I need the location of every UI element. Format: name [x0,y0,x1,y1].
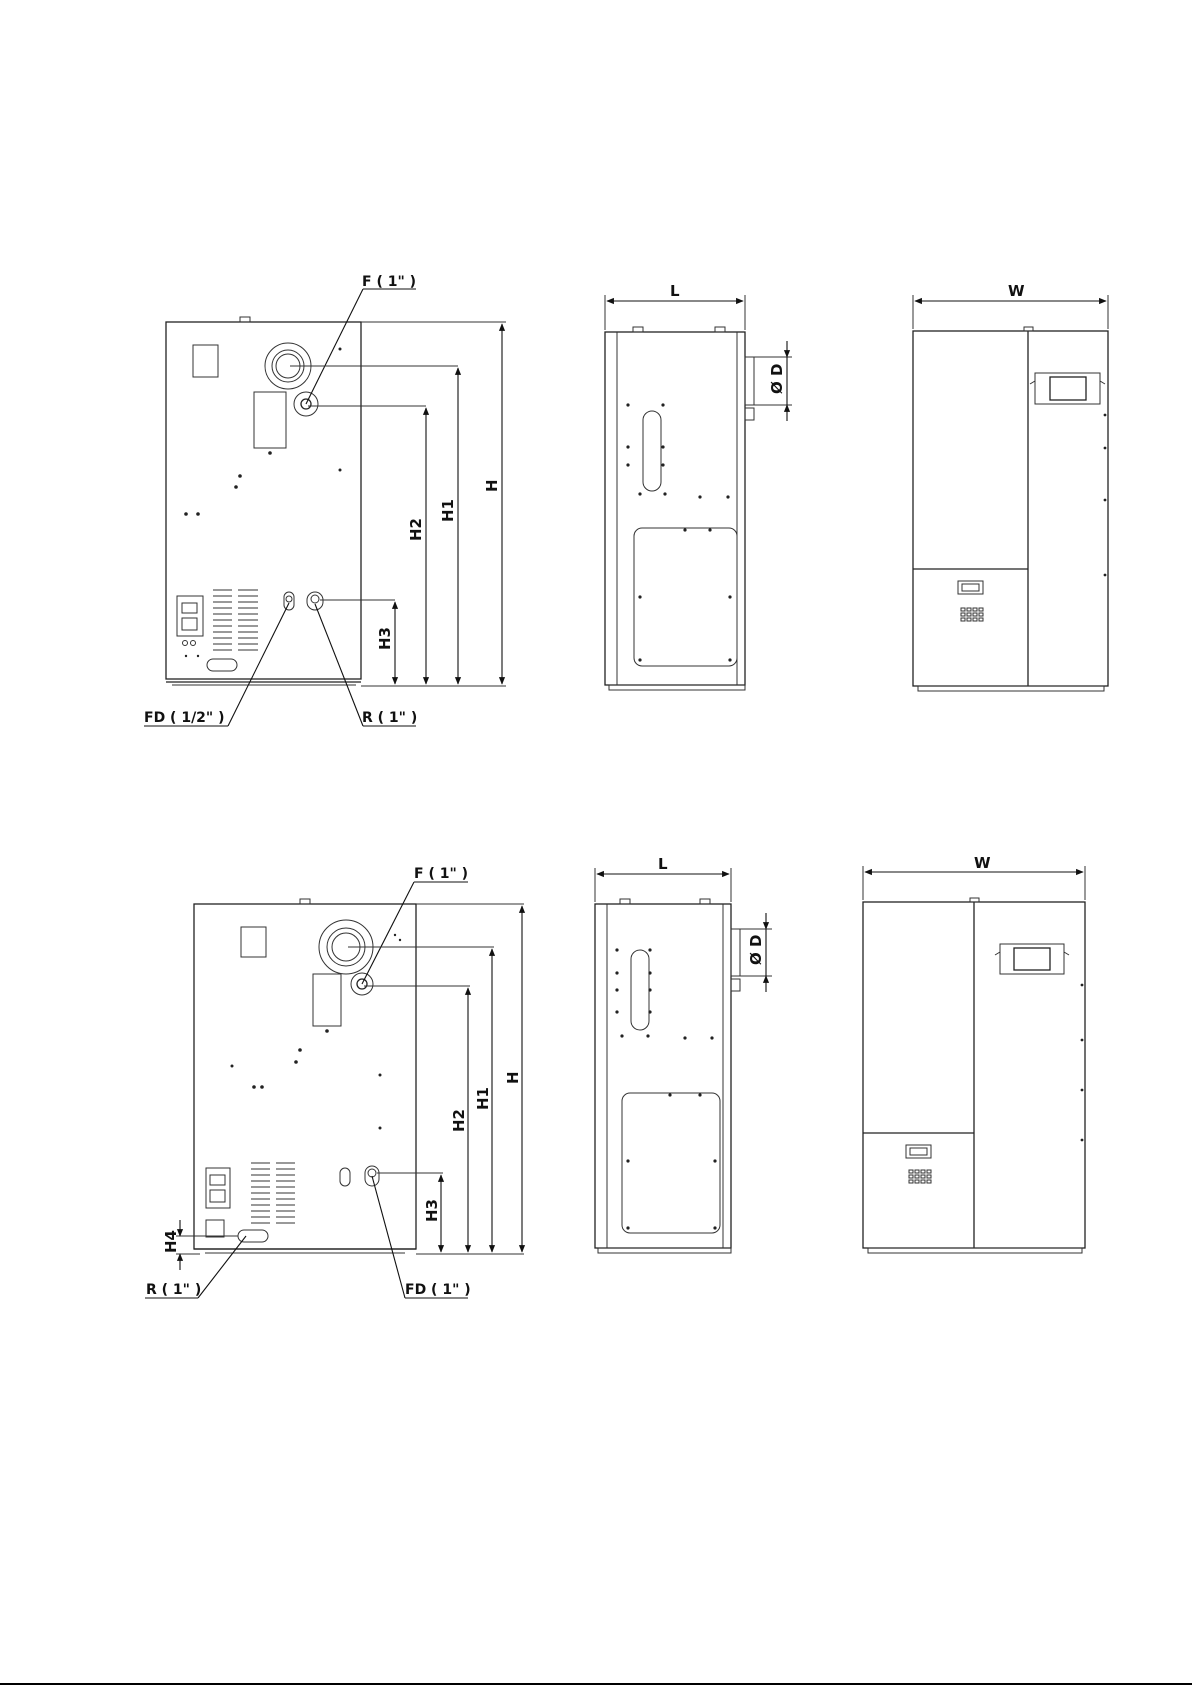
dim-h2: H2 [407,518,425,541]
dim-h4: H4 [162,1230,180,1253]
dim-l: L [658,855,668,873]
dim-l: L [670,282,680,300]
keypad-grid [961,608,983,621]
dim-h: H [483,479,501,492]
dim-h: H [504,1071,522,1084]
label-flow-connection: F ( 1" ) [362,274,416,290]
dim-h1: H1 [439,499,457,522]
dim-h3: H3 [423,1199,441,1222]
dim-h1: H1 [474,1087,492,1110]
front-view-bottom: W [863,854,1085,1253]
front-view-top: W [913,282,1108,691]
rear-view-top: F ( 1" ) FD ( 1/2" ) R ( 1" ) H3 H2 H1 H [144,274,506,726]
dim-diameter: Ø D [747,935,765,965]
dim-h2: H2 [450,1109,468,1132]
control-display-panel [1030,373,1105,404]
dim-w: W [1008,282,1025,300]
vent-grille [251,1163,295,1223]
label-drain-connection: FD ( 1/2" ) [144,710,225,726]
side-view-top: L Ø D [605,282,792,690]
label-return-connection: R ( 1" ) [362,710,417,726]
dim-diameter: Ø D [768,364,786,394]
dim-h3: H3 [376,627,394,650]
label-drain-connection: FD ( 1" ) [405,1282,471,1298]
side-view-bottom: L Ø D [595,855,772,1253]
rear-view-bottom: F ( 1" ) R ( 1" ) FD ( 1" ) H4 H3 H2 H1 … [145,866,524,1298]
keypad-grid [909,1170,931,1183]
control-display-panel [995,944,1069,974]
dim-w: W [974,854,991,872]
label-flow-connection: F ( 1" ) [414,866,468,882]
label-return-connection: R ( 1" ) [146,1282,201,1298]
vent-grille [213,590,258,650]
